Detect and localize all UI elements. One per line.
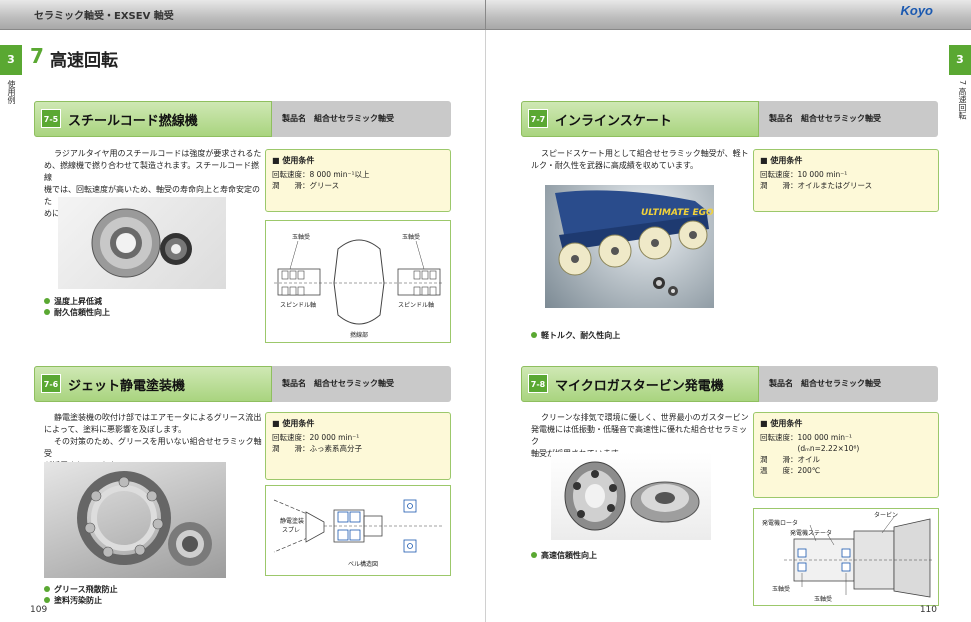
diagram-label-stator: 発電機ステータ	[790, 529, 832, 537]
diagram-label-bearing-left: 玉軸受	[292, 233, 310, 241]
diagram-label-bearing-b: 玉軸受	[814, 595, 832, 603]
operating-conditions: ■ 使用条件 回転速度：10 000 min⁻¹ 潤 滑：オイルまたはグリース	[753, 149, 939, 212]
page-number-right: 110	[919, 605, 937, 615]
section-title: マイクロガスタービン発電機	[555, 379, 724, 394]
gas-turbine-diagram: 発電機ロータ 発電機ステータ タービン 玉軸受 玉軸受	[753, 508, 939, 606]
feature-list: 温度上昇低減 耐久信頼性向上	[44, 296, 110, 318]
section-header-7-6: 7-6 ジェット静電塗装機 製品名 組合せセラミック軸受	[34, 366, 451, 402]
header-title: セラミック軸受・EXSEV 軸受	[34, 11, 174, 22]
feature-list: グリース飛散防止 塗料汚染防止	[44, 584, 118, 606]
chapter-number: 7	[30, 44, 44, 68]
feature-list: 高速信頼性向上	[531, 550, 597, 561]
diagram-label-bearing-a: 玉軸受	[772, 585, 790, 593]
bearing-photo	[44, 462, 226, 578]
section-header-7-5: 7-5 スチールコード撚線機 製品名 組合せセラミック軸受	[34, 101, 451, 137]
product-name: 製品名 組合せセラミック軸受	[769, 114, 881, 123]
section-title-bar	[521, 366, 759, 402]
section-title-bar	[34, 101, 272, 137]
diagram-label-rotor: 発電機ロータ	[762, 519, 798, 527]
running-header: セラミック軸受・EXSEV 軸受 Koyo	[0, 0, 971, 30]
operating-conditions: ■ 使用条件 回転速度：8 000 min⁻¹以上 潤 滑：グリース	[265, 149, 451, 212]
section-title: インラインスケート	[555, 114, 672, 129]
section-badge: 7-8	[528, 374, 548, 393]
feature-list: 軽トルク、耐久性向上	[531, 330, 620, 341]
diagram-label-turbine: タービン	[874, 511, 898, 519]
page-number-left: 109	[30, 605, 48, 615]
section-title-bar	[34, 366, 272, 402]
chapter-title: 高速回転	[50, 51, 118, 71]
koyo-logo: Koyo	[900, 3, 934, 18]
section-badge: 7-5	[41, 109, 61, 128]
diagram-label-sprayer-b: スプレ	[282, 527, 300, 534]
section-badge: 7-6	[41, 374, 61, 393]
electrostatic-sprayer-diagram: 静電塗装 スプレ ベル構造図	[265, 485, 451, 576]
section-title: ジェット静電塗装機	[68, 379, 186, 394]
section-title: スチールコード撚線機	[68, 114, 198, 129]
product-name: 製品名 組合せセラミック軸受	[282, 114, 394, 123]
section-description: スピードスケート用として組合せセラミック軸受が、軽ト ルク・耐久性を武器に高成績…	[531, 149, 749, 170]
page-spine	[485, 30, 486, 622]
inline-skate-photo: ULTIMATE EGO	[545, 185, 714, 308]
stranding-machine-diagram: 玉軸受 玉軸受 スピンドル軸 スピンドル軸 撚線部	[265, 220, 451, 343]
skate-brand-text: ULTIMATE EGO	[641, 208, 714, 218]
section-header-7-7: 7-7 インラインスケート 製品名 組合せセラミック軸受	[521, 101, 938, 137]
chapter-tab-left[interactable]: 3	[0, 45, 22, 75]
section-badge: 7-7	[528, 109, 548, 128]
side-label-right: 7 高速回転	[958, 80, 967, 120]
side-label-left: 使用例	[7, 80, 16, 104]
operating-conditions: ■ 使用条件 回転速度：20 000 min⁻¹ 潤 滑：ふっ素系高分子	[265, 412, 451, 480]
diagram-label-spindle-left: スピンドル軸	[280, 301, 316, 309]
diagram-label-spindle-right: スピンドル軸	[398, 301, 434, 309]
diagram-label-bearing-right: 玉軸受	[402, 233, 420, 241]
diagram-label-bottom: ベル構造図	[348, 560, 378, 568]
product-name: 製品名 組合せセラミック軸受	[769, 379, 881, 388]
operating-conditions: ■ 使用条件 回転速度：100 000 min⁻¹ (dₘn=2.22×10⁶)…	[753, 412, 939, 498]
chapter-tab-right[interactable]: 3	[949, 45, 971, 75]
product-name: 製品名 組合せセラミック軸受	[282, 379, 394, 388]
diagram-label-bottom: 撚線部	[350, 331, 368, 339]
section-header-7-8: 7-8 マイクロガスタービン発電機 製品名 組合せセラミック軸受	[521, 366, 938, 402]
section-title-bar	[521, 101, 759, 137]
header-divider	[485, 0, 486, 30]
bearing-photo	[58, 197, 226, 289]
diagram-label-sprayer-a: 静電塗装	[280, 517, 304, 525]
turbine-bearing-photo	[551, 452, 711, 540]
